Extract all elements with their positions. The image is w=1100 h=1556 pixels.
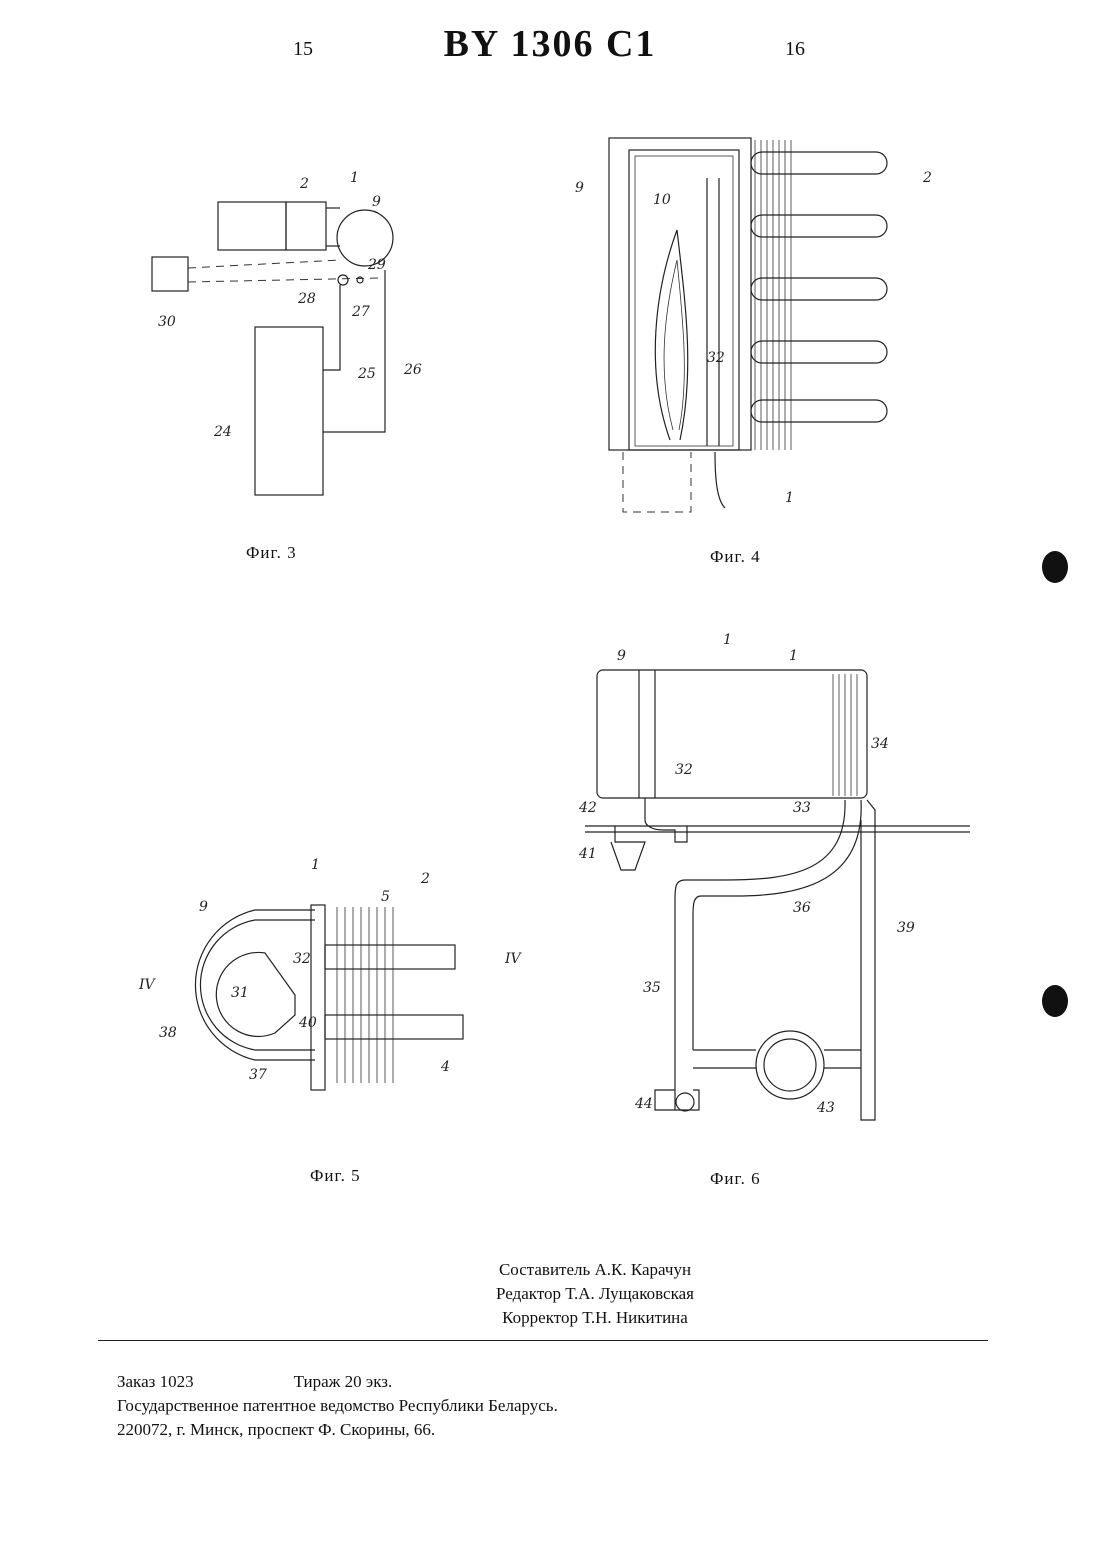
figure-4-caption: Фиг. 4	[710, 547, 761, 567]
fig3-label-25: 25	[357, 366, 376, 382]
fig3-label-1: 1	[350, 170, 359, 186]
fig3-label-27: 27	[351, 304, 370, 320]
credits-editor: Редактор Т.А. Лущаковская	[0, 1282, 1100, 1306]
scan-hole-mark	[1042, 551, 1068, 583]
figure-5-caption: Фиг. 5	[310, 1166, 361, 1186]
fig3-label-24: 24	[213, 424, 232, 440]
divider-rule	[98, 1340, 988, 1341]
fig5-label-iv-right: IV	[504, 951, 523, 967]
fig3-label-28: 28	[297, 291, 316, 307]
fig5-label-40: 40	[298, 1015, 317, 1031]
credits-compiler: Составитель А.К. Карачун	[0, 1258, 1100, 1282]
fig5-label-iv-left: IV	[138, 977, 157, 993]
fig4-label-10: 10	[653, 192, 671, 208]
publication-footer: Заказ 1023 Тираж 20 экз. Государственное …	[117, 1370, 558, 1442]
footer-order: Заказ 1023	[117, 1372, 194, 1391]
fig5-label-1: 1	[311, 857, 320, 873]
fig6-label-32: 32	[675, 762, 693, 778]
fig6-label-35: 35	[643, 980, 661, 996]
fig3-label-26: 26	[403, 362, 422, 378]
fig6-label-34: 34	[871, 736, 889, 752]
fig3-label-30: 30	[158, 314, 176, 330]
scan-hole-mark	[1042, 985, 1068, 1017]
fig6-label-9: 9	[617, 648, 626, 664]
fig6-label-43: 43	[816, 1100, 835, 1116]
figure-4-drawing: 9 10 2 32 1	[565, 130, 945, 520]
fig6-label-42: 42	[578, 800, 597, 816]
figure-3-caption: Фиг. 3	[246, 543, 297, 563]
fig3-label-2: 2	[299, 176, 309, 192]
fig6-label-36: 36	[793, 900, 811, 916]
credits-block: Составитель А.К. Карачун Редактор Т.А. Л…	[0, 1258, 1100, 1330]
footer-address: 220072, г. Минск, проспект Ф. Скорины, 6…	[117, 1418, 558, 1442]
fig6-label-1b: 1	[789, 648, 798, 664]
fig6-label-44: 44	[634, 1096, 653, 1112]
fig5-label-32: 32	[293, 951, 311, 967]
fig4-label-2: 2	[922, 170, 932, 186]
fig6-label-33: 33	[793, 800, 811, 816]
document-title: BY 1306 C1	[0, 22, 1100, 66]
fig3-label-29: 29	[367, 257, 386, 273]
figure-3-drawing: 1 2 9 29 28 27 30 25 26 24	[140, 160, 440, 500]
fig5-label-37: 37	[249, 1067, 267, 1083]
fig6-label-39: 39	[897, 920, 915, 936]
fig6-label-41: 41	[578, 846, 597, 862]
fig4-label-9: 9	[575, 180, 584, 196]
fig5-label-38: 38	[159, 1025, 177, 1041]
fig5-label-2: 2	[420, 871, 430, 887]
footer-office: Государственное патентное ведомство Респ…	[117, 1394, 558, 1418]
fig5-label-9: 9	[199, 899, 208, 915]
figure-6-drawing: 9 1 1 34 32 42 33 41 36 39 35 44 43	[575, 630, 975, 1140]
fig4-label-32: 32	[707, 350, 725, 366]
fig3-label-9: 9	[372, 194, 381, 210]
page-number-right: 16	[785, 38, 805, 61]
footer-circulation: Тираж 20 экз.	[294, 1370, 393, 1394]
figure-5-drawing: 1 2 9 5 IV IV 32 31 40 38 37 4	[125, 855, 525, 1095]
figure-6-caption: Фиг. 6	[710, 1169, 761, 1189]
fig5-label-5: 5	[381, 889, 390, 905]
credits-corrector: Корректор Т.Н. Никитина	[0, 1306, 1100, 1330]
fig6-label-1a: 1	[723, 632, 732, 648]
fig5-label-4: 4	[440, 1059, 450, 1075]
fig5-label-31: 31	[231, 985, 249, 1001]
fig4-label-1: 1	[785, 490, 794, 506]
